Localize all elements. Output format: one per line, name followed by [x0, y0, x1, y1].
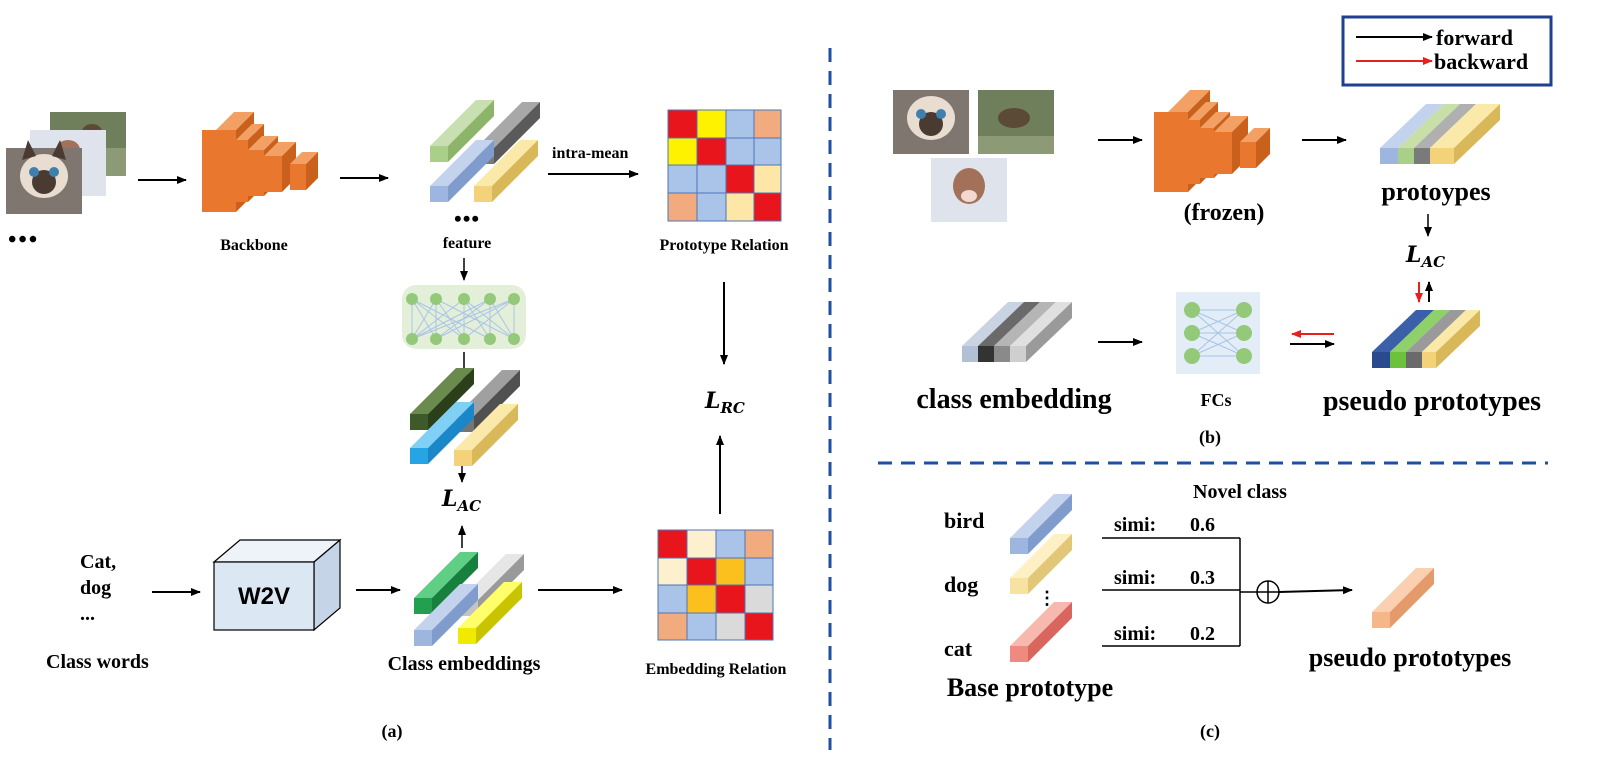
fc-network-a	[402, 285, 526, 349]
class-cat-label: cat	[944, 636, 973, 661]
caption-a: (a)	[382, 721, 403, 742]
caption-c: (c)	[1200, 721, 1220, 742]
lrc-loss: LRC	[704, 388, 745, 417]
input-image-bird-b	[978, 90, 1054, 154]
class-embedding-label: class embedding	[916, 384, 1111, 415]
legend-backward-label: backward	[1434, 49, 1528, 74]
backbone-layer-5	[290, 152, 318, 190]
embedding-relation-label: Embedding Relation	[646, 661, 787, 678]
simi-label-bird: simi:	[1114, 514, 1156, 536]
simi-value-cat: 0.2	[1190, 623, 1215, 645]
input-image-dog-b	[931, 158, 1007, 222]
oplus-icon	[1256, 580, 1280, 604]
input-images-b	[893, 90, 1054, 222]
class-word-line-1: Cat,	[80, 551, 116, 573]
frozen-backbone-layer-5	[1240, 128, 1270, 168]
intra-mean-label: intra-mean	[552, 145, 629, 162]
mapped-bar-darkgreen	[410, 368, 474, 430]
protoypes-label: protoypes	[1381, 177, 1490, 206]
feature-bar-blue	[430, 140, 494, 202]
feature-bar-yellow	[474, 140, 538, 202]
legend-forward-label: forward	[1436, 25, 1513, 50]
feature-label: feature	[443, 235, 492, 252]
legend-box	[1341, 15, 1553, 87]
w2v-box	[212, 538, 342, 632]
pseudo-prototype-result	[1372, 568, 1434, 628]
base-prototype-dog	[1010, 534, 1072, 594]
class-words-label: Class words	[46, 651, 149, 673]
simi-label-cat: simi:	[1114, 623, 1156, 645]
backbone-label: Backbone	[220, 237, 288, 254]
input-image-cat	[6, 140, 82, 214]
embedding-relation-grid	[657, 529, 774, 641]
class-bird-label: bird	[944, 508, 984, 533]
simi-value-bird: 0.6	[1190, 514, 1215, 536]
class-word-line-3: ...	[80, 603, 95, 625]
arrow-oplus-to-pseudo	[1278, 586, 1353, 595]
lac-loss-b: LAC	[1405, 242, 1445, 271]
base-prototype-bird	[1010, 494, 1072, 554]
class-embedding-slab	[962, 302, 1072, 362]
feature-vectors	[430, 100, 540, 202]
pseudo-prototypes-slab	[1372, 310, 1480, 368]
mapped-bar-cyan	[410, 402, 474, 464]
embedding-bar-green	[414, 552, 478, 614]
prototype-relation-grid	[667, 109, 782, 222]
class-word-line-2: dog	[80, 577, 111, 599]
base-prototype-cat	[1010, 602, 1072, 662]
lac-loss-a: LAC	[441, 486, 481, 515]
prototype-relation-label: Prototype Relation	[659, 237, 788, 254]
caption-b: (b)	[1199, 427, 1221, 448]
backbone-network	[202, 112, 318, 212]
fcs-label: FCs	[1201, 390, 1232, 410]
input-images-stack	[6, 112, 126, 214]
pseudo-prototypes-label-c: pseudo prototypes	[1309, 643, 1512, 672]
pseudo-prototypes-label-b: pseudo prototypes	[1323, 386, 1541, 417]
w2v-label: W2V	[238, 583, 290, 610]
simi-label-dog: simi:	[1114, 567, 1156, 589]
vertical-ellipsis: ⋮	[1038, 588, 1056, 608]
input-ellipsis: •••	[8, 227, 39, 253]
feature-bar-green	[430, 100, 494, 162]
frozen-backbone	[1154, 90, 1270, 192]
legend: forward backward	[1341, 15, 1553, 87]
simi-value-dog: 0.3	[1190, 567, 1215, 589]
input-image-cat-b	[893, 90, 969, 154]
embedding-bar-yellow	[458, 582, 522, 644]
base-prototype-label: Base prototype	[947, 673, 1113, 702]
class-embeddings	[414, 552, 524, 646]
class-dog-label: dog	[944, 572, 978, 597]
novel-class-label: Novel class	[1193, 481, 1287, 503]
embedding-bar-blue	[414, 584, 478, 646]
mapped-features	[410, 368, 520, 466]
feature-ellipsis: •••	[454, 206, 480, 231]
fc-network-b	[1176, 292, 1260, 374]
frozen-label: (frozen)	[1184, 200, 1265, 226]
mapped-bar-yellow	[454, 404, 518, 466]
protoypes-slab	[1380, 104, 1500, 164]
class-embeddings-label: Class embeddings	[388, 653, 541, 675]
